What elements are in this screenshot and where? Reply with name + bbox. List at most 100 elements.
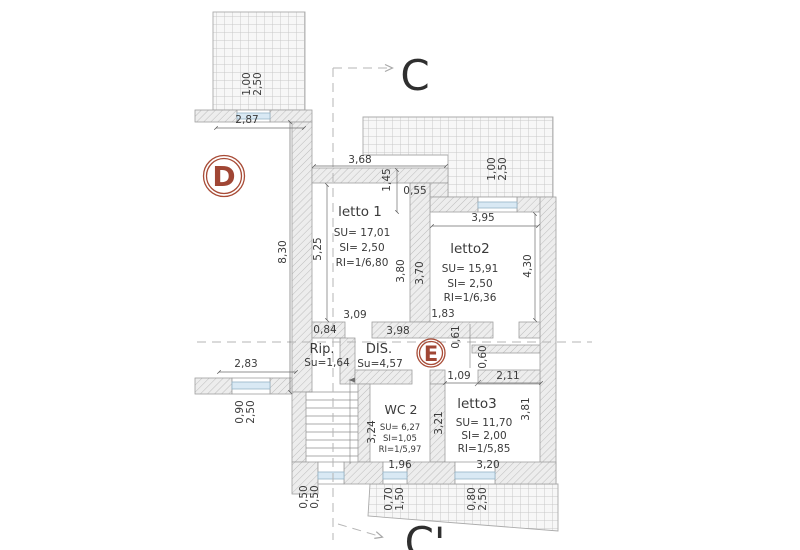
room-letto2-name: letto2 [450, 241, 490, 257]
room-letto3: letto3 SU= 11,70 SI= 2,00 RI=1/5,85 [456, 396, 513, 455]
section-mark-e: E [416, 338, 446, 368]
room-letto3-su: SU= 11,70 [456, 417, 513, 429]
section-mark-c-top: C [400, 51, 429, 100]
windows [231, 109, 518, 485]
dim-letto3-height-right: 3,81 [520, 397, 532, 420]
dim-letto2-bottom: 1,83 [431, 308, 454, 320]
wall-adjacent-lower-right [269, 377, 293, 395]
section-letter-c-prime: C' [405, 518, 446, 550]
room-letto2-si: SI= 2,50 [447, 278, 492, 290]
room-letto1-ri: RI=1/6,80 [336, 257, 389, 269]
staircase [306, 377, 358, 464]
win-top-right-h: 2,50 [497, 157, 509, 180]
dim-left-lower-wall: 2,83 [234, 358, 257, 370]
dimension-lines [214, 120, 543, 394]
terrace-top-left [212, 11, 306, 111]
dim-wc2-width: 1,96 [388, 459, 412, 471]
wall-adjacent-lower-left [194, 377, 233, 395]
room-wc2-name: WC 2 [384, 402, 417, 417]
dim-top-left-wall: 2,87 [235, 114, 258, 126]
e-mark-letter: E [424, 342, 438, 366]
room-letto3-ri: RI=1/5,85 [458, 443, 511, 455]
room-wc2-su: SU= 6,27 [380, 423, 420, 433]
room-letto1-name: letto 1 [338, 204, 382, 220]
room-rip-su: Su=1,64 [304, 357, 350, 369]
room-letto1: letto 1 SU= 17,01 SI= 2,50 RI=1/6,80 [334, 204, 391, 269]
e-mark-outer-ring [416, 338, 446, 368]
d-mark-outer-ring [202, 154, 246, 198]
wall-corridor-bottom-a [354, 369, 413, 385]
dim-letto1-bottom: 3,09 [343, 309, 366, 321]
wall-bottom-c [494, 461, 557, 485]
window-stair [317, 461, 345, 485]
dim-letto3-width: 3,20 [476, 459, 499, 471]
wall-top-adjacent-left [194, 109, 238, 123]
wall-letto1-top [311, 167, 449, 184]
room-letto1-si: SI= 2,50 [339, 242, 384, 254]
room-wc2-si: SI=1,05 [383, 434, 417, 444]
dim-letto3-door: 1,09 [447, 370, 470, 382]
wall-passage-stub [471, 344, 541, 354]
room-letto2-ri: RI=1/6,36 [444, 292, 497, 304]
room-letto3-si: SI= 2,00 [461, 430, 506, 442]
win-letto3-w: 0,80 [466, 487, 478, 510]
dim-rip-width: 0,84 [313, 324, 337, 336]
room-rip-name: Rip. [309, 342, 334, 357]
dim-letto3-height-left: 3,21 [433, 411, 445, 434]
wall-rip-divider [339, 337, 356, 385]
dim-letto1-width: 3,68 [348, 154, 371, 166]
dim-letto2-width: 3,95 [471, 212, 494, 224]
win-top-left-h: 2,50 [252, 72, 264, 95]
room-wc2-ri: RI=1/5,97 [379, 445, 422, 455]
room-wc2: WC 2 SU= 6,27 SI=1,05 RI=1/5,97 [379, 402, 422, 455]
dim-letto3-top-wall: 2,11 [496, 370, 519, 382]
win-stair-h: 0,50 [309, 485, 321, 508]
win-wc2-h: 1,50 [394, 487, 406, 510]
window-left [231, 377, 271, 395]
wall-divider-letto1-letto2 [409, 182, 431, 323]
section-mark-c-bottom: C' [405, 518, 446, 550]
dim-step-depth: 1,45 [381, 168, 393, 191]
room-letto1-su: SU= 17,01 [334, 227, 391, 239]
terraces [212, 11, 559, 532]
wall-step [429, 182, 449, 198]
dim-letto1-height-right: 3,80 [395, 259, 407, 282]
room-letto2-su: SU= 15,91 [442, 263, 499, 275]
dim-wc2-height: 3,24 [366, 420, 378, 444]
dim-passage-a: 0,61 [450, 325, 462, 348]
dim-letto1-height-left: 5,25 [312, 237, 324, 260]
window-letto3 [454, 461, 496, 485]
wall-bottom-a [343, 461, 384, 485]
win-top-right-w: 1,00 [486, 157, 498, 180]
section-lines [197, 63, 592, 540]
wall-right-outer [539, 196, 557, 483]
room-rip: Rip. Su=1,64 [304, 342, 350, 369]
dim-letto2-height-left: 3,70 [414, 261, 426, 284]
dim-left-height: 8,30 [277, 240, 289, 263]
win-letto3-h: 2,50 [477, 487, 489, 510]
win-top-left-w: 1,00 [241, 72, 253, 95]
win-wc2-w: 0,70 [383, 487, 395, 510]
wall-corridor-top-c [518, 321, 541, 339]
win-left-w: 0,90 [234, 400, 246, 423]
room-dis: DIS. Su=4,57 [357, 342, 403, 370]
wall-corridor-bottom-b [429, 369, 446, 385]
section-letter-c: C [400, 51, 429, 100]
wall-corridor-top-a [311, 321, 346, 339]
window-wc2 [382, 461, 408, 485]
wall-letto2-top-left [429, 196, 479, 213]
walls [194, 109, 557, 495]
d-mark-letter: D [212, 160, 235, 193]
wall-corridor-top-b [371, 321, 494, 339]
room-letto3-name: letto3 [457, 396, 497, 412]
win-left-h: 2,50 [245, 400, 257, 423]
dim-step-width: 0,55 [403, 185, 426, 197]
win-stair-w: 0,50 [298, 485, 310, 508]
section-mark-d: D [202, 154, 246, 198]
section-line-c-prime-arrow [337, 523, 384, 539]
window-labels: 1,00 2,50 1,00 2,50 0,90 2,50 0,50 0,50 … [234, 72, 509, 510]
wall-left-stair [291, 391, 307, 463]
room-dis-name: DIS. [366, 342, 392, 357]
